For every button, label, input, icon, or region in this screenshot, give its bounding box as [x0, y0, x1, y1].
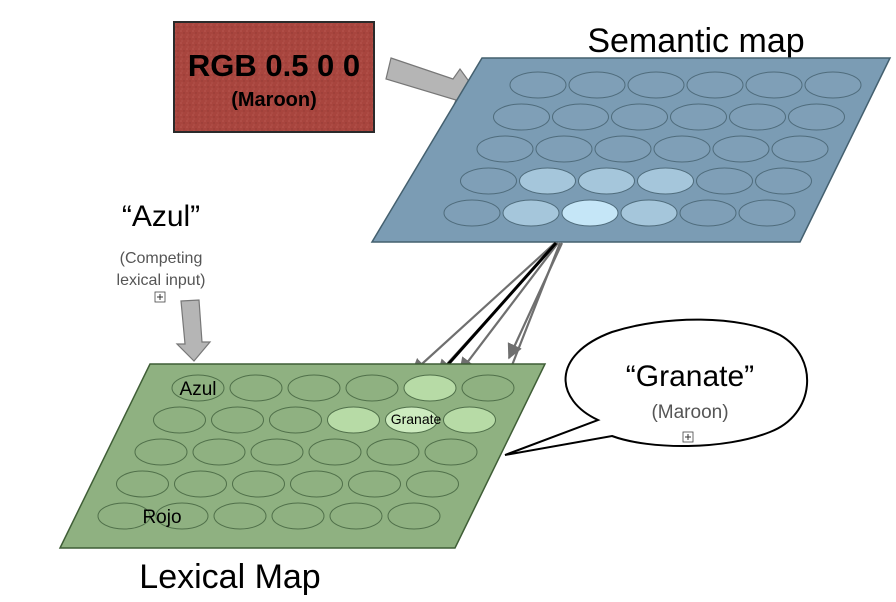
- semantic-unit: [578, 167, 635, 195]
- semantic-unit: [620, 199, 678, 227]
- competing-input-arrow: [175, 299, 212, 362]
- competing-input: “Azul” (Competing lexical input): [117, 200, 212, 362]
- lexical-unit: [211, 406, 264, 434]
- lexical-unit: [192, 438, 246, 466]
- lexical-unit: [329, 502, 383, 530]
- semantic-unit: [519, 167, 576, 195]
- lexical-unit: [424, 438, 478, 466]
- semantic-unit: [594, 135, 652, 163]
- semantic-map-title: Semantic map: [587, 22, 804, 60]
- semantic-unit: [729, 103, 786, 131]
- callout-bubble: [504, 318, 809, 456]
- semantic-unit: [804, 71, 862, 99]
- lexical-unit: [269, 406, 322, 434]
- competing-input-note-line1: (Competing: [120, 250, 203, 267]
- semantic-unit: [552, 103, 609, 131]
- rgb-input-box: RGB 0.5 0 0 (Maroon): [173, 21, 375, 133]
- projection-line: [459, 242, 559, 374]
- lexical-unit: [366, 438, 420, 466]
- semantic-unit: [696, 167, 753, 195]
- semantic-unit: [627, 71, 685, 99]
- semantic-unit: [679, 199, 737, 227]
- lexical-unit: [287, 374, 341, 402]
- lexical-unit: [308, 438, 362, 466]
- competing-input-word: “Azul”: [122, 200, 200, 233]
- semantic-unit: [755, 167, 812, 195]
- lexical-unit: [345, 374, 399, 402]
- semantic-unit: [771, 135, 829, 163]
- semantic-unit: [686, 71, 744, 99]
- semantic-unit: [460, 167, 517, 195]
- lexical-unit: [134, 438, 188, 466]
- semantic-unit: [561, 199, 619, 227]
- semantic-unit: [738, 199, 796, 227]
- lexical-unit: [290, 470, 343, 498]
- semantic-unit: [476, 135, 534, 163]
- semantic-unit: [443, 199, 501, 227]
- semantic-unit: [535, 135, 593, 163]
- lexical-unit: [174, 470, 227, 498]
- semantic-unit: [712, 135, 770, 163]
- lexical-unit: [461, 374, 515, 402]
- callout-translation: (Maroon): [651, 402, 728, 423]
- lexical-unit: [387, 502, 441, 530]
- expand-icon[interactable]: [682, 431, 694, 443]
- lexical-unit: [406, 470, 459, 498]
- lexical-unit: [155, 502, 209, 530]
- rgb-input-subtitle: (Maroon): [231, 89, 317, 111]
- semantic-map: [370, 57, 892, 243]
- lexical-map: Azul Granate Rojo: [58, 363, 547, 549]
- projection-line: [507, 242, 563, 360]
- semantic-unit: [653, 135, 711, 163]
- rgb-input-title: RGB 0.5 0 0: [188, 48, 360, 83]
- output-callout: “Granate” (Maroon): [504, 318, 809, 456]
- lexical-label-granate: Granate: [391, 411, 442, 427]
- semantic-unit: [502, 199, 560, 227]
- lexical-unit: [327, 406, 380, 434]
- lexical-unit: [116, 470, 169, 498]
- lexical-unit: [271, 502, 325, 530]
- lexical-unit: [153, 406, 206, 434]
- lexical-unit: [385, 406, 438, 434]
- lexical-unit: [232, 470, 285, 498]
- lexical-label-rojo: Rojo: [142, 507, 181, 528]
- lexical-map-title: Lexical Map: [139, 558, 320, 596]
- rgb-input-box-bg: [173, 21, 375, 133]
- lexical-unit: [403, 374, 457, 402]
- callout-word: “Granate”: [626, 360, 754, 393]
- lexical-unit: [171, 374, 225, 402]
- semantic-unit: [745, 71, 803, 99]
- lexical-label-azul: Azul: [180, 379, 217, 400]
- lexical-unit: [229, 374, 283, 402]
- lexical-unit: [97, 502, 151, 530]
- lexical-unit: [250, 438, 304, 466]
- competing-input-note-line2: lexical input): [117, 272, 206, 289]
- projection-line: [410, 242, 556, 375]
- semantic-unit: [493, 103, 550, 131]
- semantic-unit: [788, 103, 845, 131]
- semantic-unit: [509, 71, 567, 99]
- lexical-unit: [213, 502, 267, 530]
- semantic-unit: [568, 71, 626, 99]
- lexical-unit: [348, 470, 401, 498]
- expand-icon[interactable]: [154, 291, 166, 303]
- semantic-unit: [670, 103, 727, 131]
- lexical-unit: [443, 406, 496, 434]
- semantic-unit: [637, 167, 694, 195]
- semantic-unit: [611, 103, 668, 131]
